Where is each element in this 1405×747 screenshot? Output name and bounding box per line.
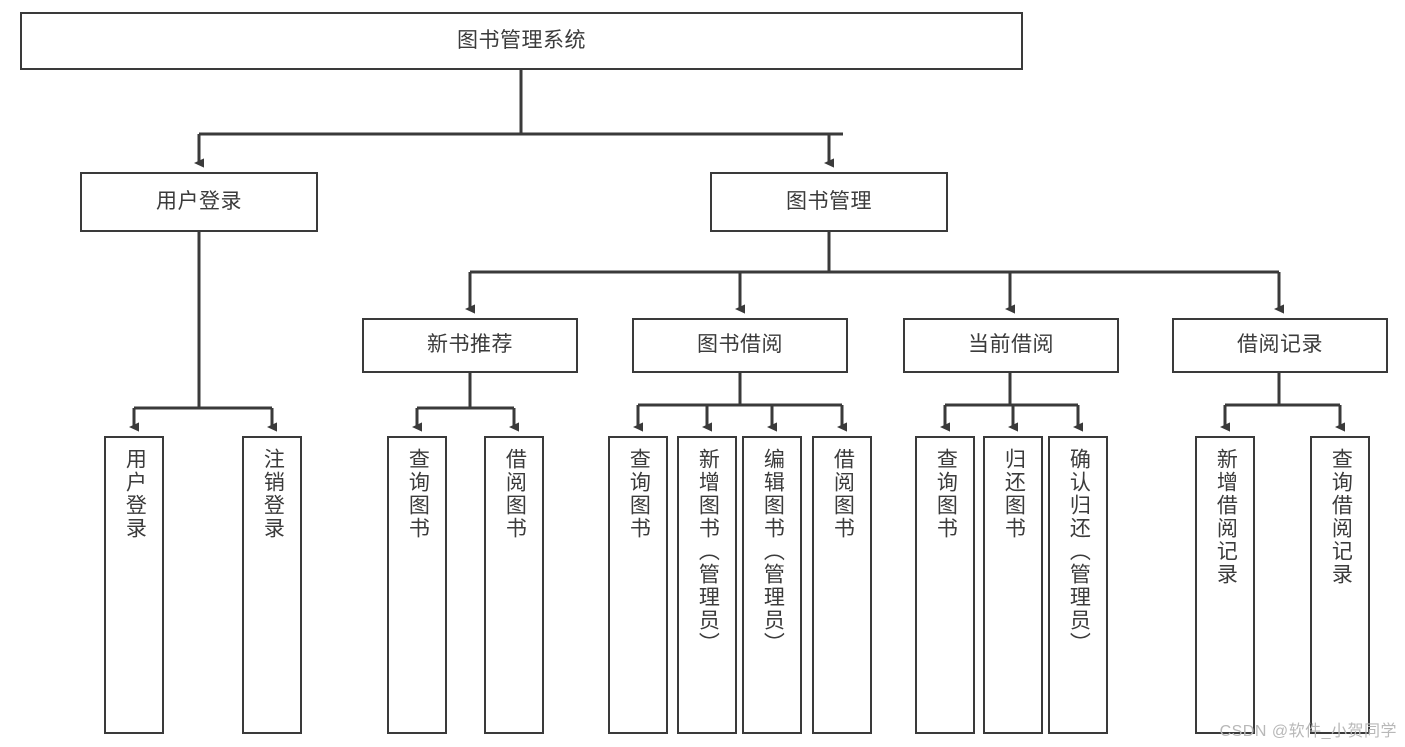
node-borrow-record[interactable]: 借阅记录 — [1172, 318, 1388, 373]
leaf-book-borrow-borrow-book[interactable]: 借阅图书 — [812, 436, 872, 734]
node-label: 查询图书 — [627, 448, 651, 540]
node-label: 用户登录 — [123, 448, 147, 540]
leaf-new-book-borrow-book[interactable]: 借阅图书 — [484, 436, 544, 734]
node-label: 用户登录 — [156, 189, 242, 213]
node-label: 新书推荐 — [427, 333, 513, 357]
node-root-book-management-system[interactable]: 图书管理系统 — [20, 12, 1023, 70]
leaf-borrow-record-query-record[interactable]: 查询借阅记录 — [1310, 436, 1370, 734]
node-label: 借阅图书 — [503, 448, 527, 540]
leaf-borrow-record-add-record[interactable]: 新增借阅记录 — [1195, 436, 1255, 734]
node-label: 图书管理系统 — [457, 28, 586, 52]
node-label: 借阅图书 — [831, 448, 855, 540]
node-label: 查询图书 — [934, 448, 958, 540]
node-book-management[interactable]: 图书管理 — [710, 172, 948, 232]
leaf-current-borrow-query-book[interactable]: 查询图书 — [915, 436, 975, 734]
node-user-login[interactable]: 用户登录 — [80, 172, 318, 232]
node-label: 借阅记录 — [1237, 333, 1323, 357]
node-label: 确认归还（管理员） — [1067, 448, 1091, 655]
leaf-book-borrow-edit-book-admin[interactable]: 编辑图书（管理员） — [742, 436, 802, 734]
csdn-watermark: CSDN @软件_小贺同学 — [1219, 723, 1397, 740]
node-label: 新增借阅记录 — [1214, 448, 1238, 586]
leaf-user-login-logout[interactable]: 注销登录 — [242, 436, 302, 734]
node-label: 图书借阅 — [697, 333, 783, 357]
node-book-borrow[interactable]: 图书借阅 — [632, 318, 848, 373]
node-label: 编辑图书（管理员） — [761, 448, 785, 655]
node-label: 当前借阅 — [968, 333, 1054, 357]
node-label: 查询借阅记录 — [1329, 448, 1353, 586]
node-label: 查询图书 — [406, 448, 430, 540]
node-label: 图书管理 — [786, 189, 872, 213]
node-label: 注销登录 — [261, 448, 285, 540]
leaf-new-book-query-book[interactable]: 查询图书 — [387, 436, 447, 734]
node-current-borrow[interactable]: 当前借阅 — [903, 318, 1119, 373]
leaf-user-login-login[interactable]: 用户登录 — [104, 436, 164, 734]
leaf-book-borrow-add-book-admin[interactable]: 新增图书（管理员） — [677, 436, 737, 734]
node-label: 新增图书（管理员） — [696, 448, 720, 655]
node-label: 归还图书 — [1002, 448, 1026, 540]
node-new-book-recommend[interactable]: 新书推荐 — [362, 318, 578, 373]
leaf-current-borrow-confirm-return-admin[interactable]: 确认归还（管理员） — [1048, 436, 1108, 734]
leaf-current-borrow-return-book[interactable]: 归还图书 — [983, 436, 1043, 734]
leaf-book-borrow-query-book[interactable]: 查询图书 — [608, 436, 668, 734]
